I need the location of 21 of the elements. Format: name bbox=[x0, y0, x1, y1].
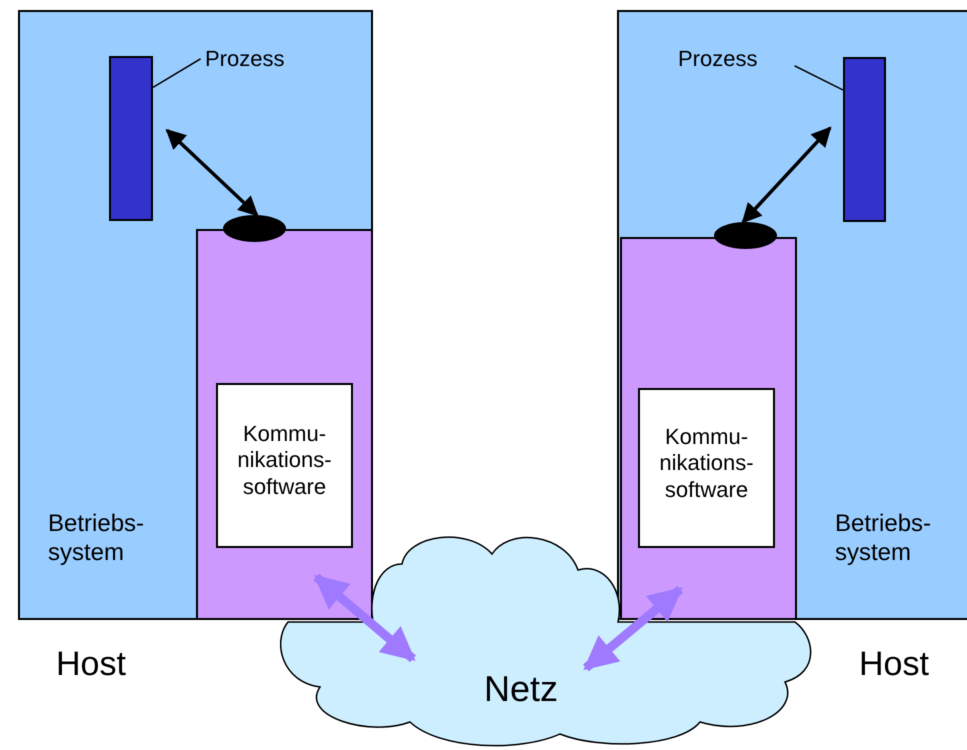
process-label: Prozess bbox=[678, 46, 758, 72]
double-arrow bbox=[313, 574, 416, 662]
software-box bbox=[216, 383, 353, 548]
communication-box bbox=[620, 237, 797, 620]
leader-line bbox=[794, 65, 844, 91]
software-box bbox=[638, 388, 775, 548]
double-arrow bbox=[742, 126, 832, 224]
system-label: Betriebs- system bbox=[48, 510, 146, 568]
host-label: Host bbox=[859, 644, 929, 685]
double-arrow bbox=[583, 586, 684, 672]
host-label: Host bbox=[56, 644, 126, 685]
system-label: Betriebs- system bbox=[835, 510, 932, 568]
double-arrow bbox=[166, 128, 258, 216]
network-label: Netz bbox=[484, 667, 558, 710]
software-label: Kommu- nikations- software bbox=[236, 421, 333, 500]
communication-box bbox=[196, 229, 373, 620]
leader-line bbox=[152, 58, 201, 88]
process-label: Prozess bbox=[205, 46, 284, 72]
process-bar bbox=[843, 57, 886, 222]
software-label: Kommu- nikations- software bbox=[658, 424, 755, 504]
process-bar bbox=[109, 56, 153, 221]
